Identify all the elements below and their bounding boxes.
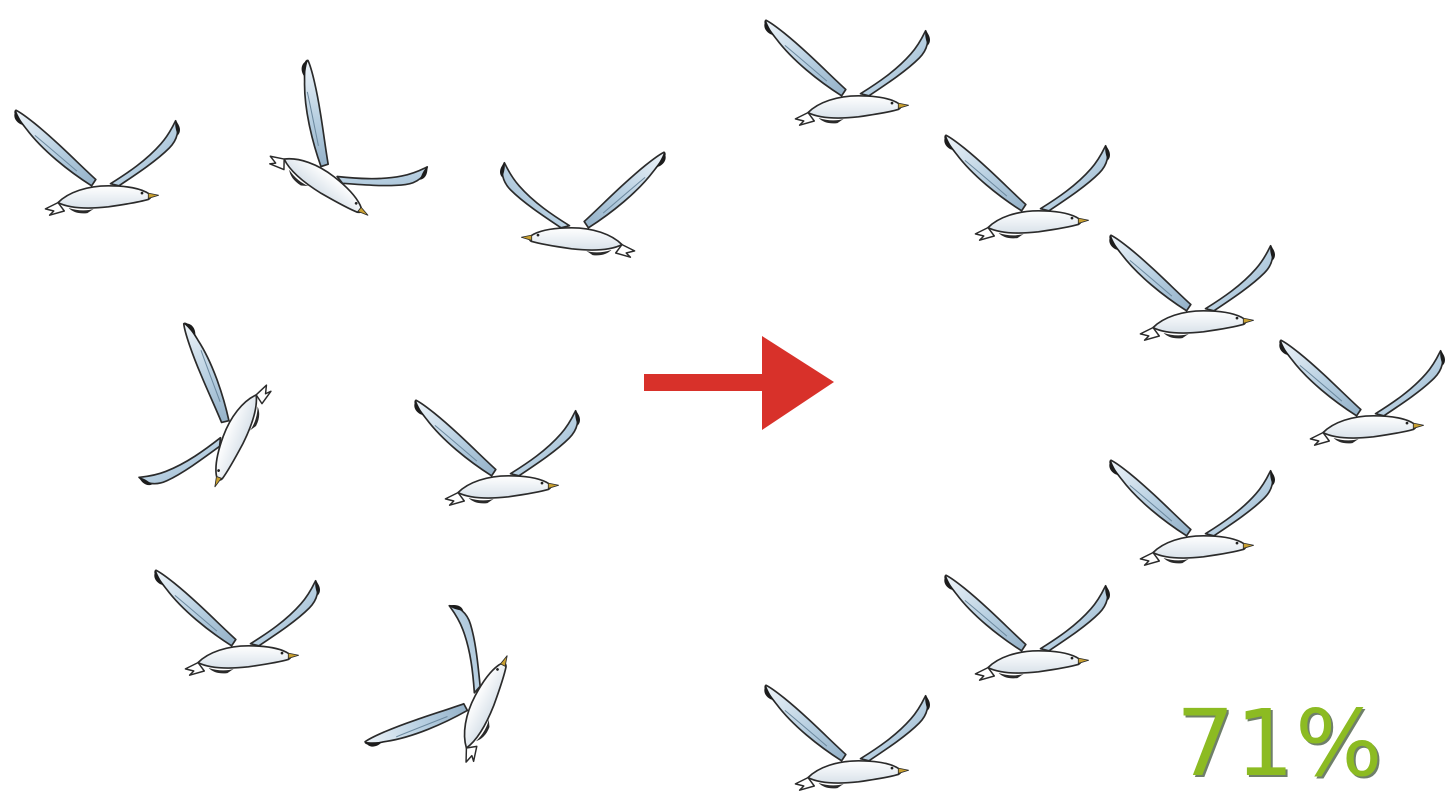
- seagull-icon: [1108, 459, 1276, 567]
- efficiency-percentage: 71%: [1176, 690, 1384, 797]
- seagull-icon: [1108, 234, 1276, 342]
- seagull-icon: [126, 321, 284, 515]
- seagull-icon: [943, 134, 1111, 242]
- seagull-icon: [1278, 339, 1446, 447]
- seagull-icon: [413, 399, 581, 507]
- seagull-icon: [241, 58, 439, 245]
- seagull-icon: [13, 109, 181, 217]
- seagull-icon: [363, 596, 536, 794]
- seagull-icon: [499, 151, 667, 259]
- seagull-icon: [943, 574, 1111, 682]
- scattered-flock: [13, 58, 667, 794]
- seagull-icon: [153, 569, 321, 677]
- seagull-icon: [763, 684, 931, 792]
- seagull-icon: [763, 19, 931, 127]
- v-formation-flock: [763, 19, 1446, 792]
- right-arrow-icon: [644, 336, 834, 430]
